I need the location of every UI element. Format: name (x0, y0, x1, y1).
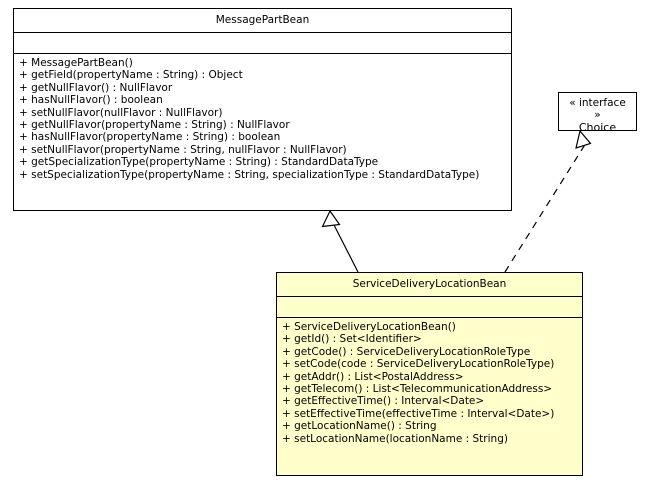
class-attributes-service-delivery-location-bean (277, 297, 582, 318)
class-name-service-delivery-location-bean: ServiceDeliveryLocationBean (277, 273, 582, 297)
class-operation: + getEffectiveTime() : Interval<Date> (282, 395, 485, 408)
class-operation: + setEffectiveTime(effectiveTime : Inter… (282, 407, 555, 420)
class-operation: + setLocationName(locationName : String) (282, 432, 508, 445)
class-operation: + getTelecom() : List<TelecommunicationA… (282, 383, 553, 396)
interface-stereotype: « interface » (569, 97, 626, 121)
interface-name: Choice (578, 121, 617, 134)
class-name-message-part-bean: MessagePartBean (14, 9, 511, 33)
class-box-message-part-bean[interactable]: MessagePartBean + MessagePartBean() + ge… (13, 8, 512, 211)
class-operation: + setNullFlavor(nullFlavor : NullFlavor) (19, 106, 223, 119)
class-box-service-delivery-location-bean[interactable]: ServiceDeliveryLocationBean + ServiceDel… (276, 272, 583, 476)
class-operation: + getAddr() : List<PostalAddress> (282, 370, 464, 383)
class-operations-message-part-bean: + MessagePartBean() + getField(propertyN… (14, 54, 511, 185)
class-operation: + getSpecializationType(propertyName : S… (19, 156, 379, 169)
class-operation: + getId() : Set<Identifier> (282, 333, 422, 346)
class-operation: + setCode(code : ServiceDeliveryLocation… (282, 358, 555, 371)
interface-box-choice[interactable]: « interface » Choice (558, 92, 637, 134)
class-operation: + setSpecializationType(propertyName : S… (19, 168, 480, 181)
class-operation: + getField(propertyName : String) : Obje… (19, 69, 243, 82)
class-operation: + hasNullFlavor() : boolean (19, 94, 163, 107)
class-operation: + getCode() : ServiceDeliveryLocationRol… (282, 345, 531, 358)
class-operation: + getNullFlavor() : NullFlavor (19, 81, 173, 94)
class-operation: + hasNullFlavor(propertyName : String) :… (19, 131, 281, 144)
class-operation: + getLocationName() : String (282, 420, 437, 433)
class-operations-service-delivery-location-bean: + ServiceDeliveryLocationBean() + getId(… (277, 318, 582, 449)
class-operation: + MessagePartBean() (19, 57, 133, 69)
class-operation: + ServiceDeliveryLocationBean() (282, 321, 456, 333)
class-attributes-message-part-bean (14, 33, 511, 54)
class-operation: + getNullFlavor(propertyName : String) :… (19, 119, 290, 132)
realization-edge (504, 129, 592, 273)
class-operation: + setNullFlavor(propertyName : String, n… (19, 143, 347, 156)
generalization-edge (321, 209, 359, 273)
